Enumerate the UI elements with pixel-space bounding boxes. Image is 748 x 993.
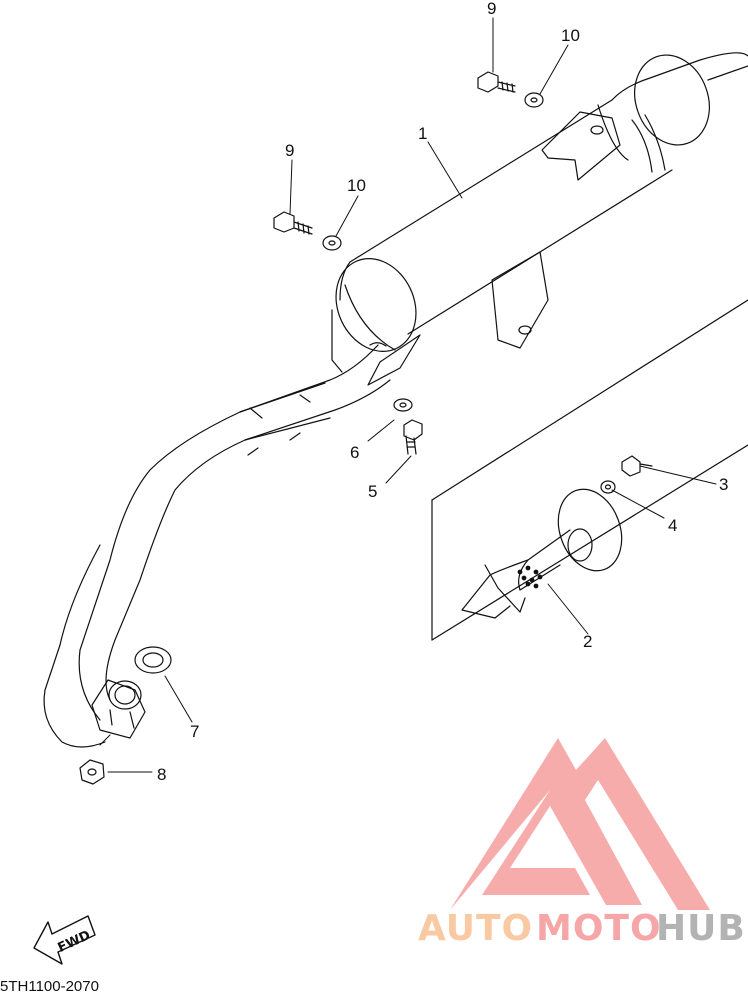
nut xyxy=(79,759,105,785)
washer-lower xyxy=(322,235,342,251)
washer-6 xyxy=(393,398,413,412)
label-9-lower: 9 xyxy=(285,141,294,160)
spark-arrester xyxy=(461,488,623,619)
label-6: 6 xyxy=(350,443,359,462)
upper-mount-bracket xyxy=(541,111,621,181)
washer-4 xyxy=(600,480,616,494)
label-4: 4 xyxy=(668,516,677,535)
lower-mount-bracket xyxy=(491,251,549,349)
brand-auto: AUTO xyxy=(418,908,533,949)
inset-frame xyxy=(431,299,748,641)
automotohub-logo-icon xyxy=(450,738,710,910)
fwd-arrow-icon: FWD xyxy=(33,915,96,965)
brand-moto: MOTO xyxy=(536,908,662,949)
bolt-upper xyxy=(477,71,516,93)
bolt-5 xyxy=(403,419,423,455)
washer-upper xyxy=(524,92,544,108)
brand-hub: HUB xyxy=(656,908,746,949)
label-7: 7 xyxy=(190,722,199,741)
label-3: 3 xyxy=(719,475,728,494)
bolt-lower xyxy=(273,211,313,235)
muffler-body xyxy=(331,52,748,373)
screw-3 xyxy=(621,455,653,477)
label-2: 2 xyxy=(583,632,592,651)
label-10-upper: 10 xyxy=(561,26,580,45)
label-10-lower: 10 xyxy=(347,176,366,195)
head-pipe-flange xyxy=(91,679,146,739)
label-5: 5 xyxy=(368,482,377,501)
label-8: 8 xyxy=(157,765,166,784)
part-labels: 1 2 3 4 5 6 7 8 9 9 10 10 xyxy=(157,0,728,784)
label-9-upper: 9 xyxy=(487,0,496,18)
label-1: 1 xyxy=(418,124,427,143)
leader-lines xyxy=(99,17,717,773)
drawing-code: 5TH1100-2070 xyxy=(0,978,99,993)
gasket xyxy=(134,646,172,674)
exhaust-pipe xyxy=(43,334,421,748)
watermark-brand: AUTO MOTO HUB xyxy=(418,908,746,949)
